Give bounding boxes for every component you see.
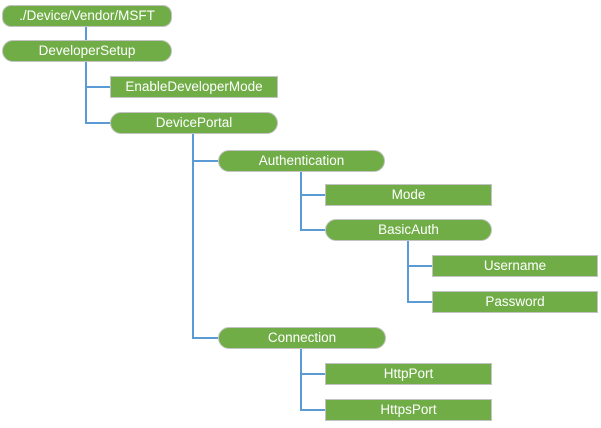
tree-connector-branch-connection (192, 337, 218, 339)
tree-node-mode: Mode (325, 184, 492, 206)
tree-connector-authentication-stem (300, 171, 302, 231)
tree-node-authentication: Authentication (218, 150, 385, 172)
tree-node-enable-developer-mode: EnableDeveloperMode (110, 76, 278, 98)
tree-connector-basicauth-stem (407, 241, 409, 303)
tree-node-https-port: HttpsPort (325, 399, 492, 421)
tree-node-label: DeveloperSetup (38, 43, 136, 59)
tree-node-label: ./Device/Vendor/MSFT (19, 8, 155, 24)
tree-node-developer-setup: DeveloperSetup (2, 40, 172, 62)
tree-node-device-portal: DevicePortal (110, 112, 278, 134)
tree-connector-branch-httpport (300, 373, 325, 375)
tree-node-username: Username (432, 255, 598, 277)
tree-connector-root-to-developersetup (85, 27, 87, 40)
tree-node-label: EnableDeveloperMode (125, 79, 263, 95)
tree-node-label: BasicAuth (378, 222, 439, 238)
tree-node-label: Connection (267, 330, 337, 346)
tree-connector-branch-deviceportal (85, 122, 110, 124)
tree-connector-developersetup-stem (85, 62, 87, 124)
tree-connector-branch-enabledevelopermode (85, 86, 110, 88)
tree-node-label: DevicePortal (155, 115, 233, 131)
tree-node-label: Username (483, 258, 547, 274)
tree-connector-branch-basicauth (300, 229, 325, 231)
tree-node-label: Authentication (258, 153, 345, 169)
tree-node-label: Password (485, 294, 545, 310)
tree-node-connection: Connection (218, 327, 386, 349)
tree-node-label: HttpPort (383, 366, 434, 382)
tree-connector-connection-stem (300, 349, 302, 411)
tree-connector-branch-mode (300, 194, 325, 196)
tree-node-basic-auth: BasicAuth (325, 219, 492, 241)
tree-connector-branch-httpsport (300, 409, 325, 411)
tree-connector-branch-username (407, 265, 432, 267)
tree-connector-branch-authentication (192, 160, 218, 162)
tree-connector-branch-password (407, 301, 432, 303)
tree-node-http-port: HttpPort (325, 363, 492, 385)
tree-node-label: Mode (391, 187, 426, 203)
tree-node-label: HttpsPort (380, 402, 437, 418)
tree-node-root: ./Device/Vendor/MSFT (2, 5, 172, 27)
tree-connector-deviceportal-stem (192, 134, 194, 339)
tree-node-password: Password (432, 291, 598, 313)
